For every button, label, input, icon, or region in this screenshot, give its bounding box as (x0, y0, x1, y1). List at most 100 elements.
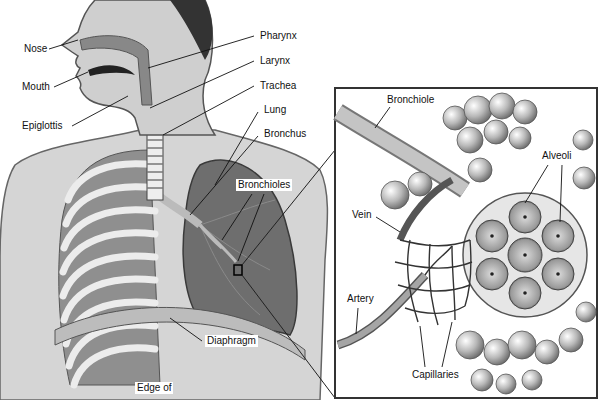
rib (74, 348, 155, 385)
leader-line (163, 86, 254, 135)
ring (147, 171, 163, 173)
part-label: Diaphragm (205, 335, 258, 347)
head (62, 0, 215, 135)
alveoli-sections (476, 201, 574, 309)
rib (63, 233, 155, 272)
capillary (452, 246, 455, 320)
alveolus (468, 158, 492, 182)
alveolus (576, 302, 596, 322)
leader-line (238, 194, 264, 261)
leader-line (49, 40, 78, 49)
leader-line (376, 217, 400, 232)
alveolus (456, 331, 484, 359)
leader-line (215, 112, 258, 185)
leader-line (170, 318, 202, 341)
capillary-network (395, 240, 472, 325)
ring (147, 179, 163, 181)
alveolus-section (476, 220, 508, 252)
leader-line (72, 96, 128, 126)
torso (0, 130, 327, 400)
part-label: Capillaries (410, 369, 461, 381)
nasal-cavity (80, 36, 152, 105)
part-label: Trachea (258, 80, 298, 92)
dot (523, 215, 527, 219)
alveolus (559, 328, 583, 352)
alveolus (489, 93, 515, 119)
alveolus (457, 127, 483, 153)
alveolus-section (542, 258, 574, 290)
alveolus (509, 127, 531, 149)
alveoli-cluster (381, 93, 596, 394)
ring (147, 187, 163, 189)
leader-line (375, 107, 390, 128)
part-label: Epiglottis (20, 120, 65, 132)
rib (68, 164, 155, 200)
part-label: Mouth (20, 81, 52, 93)
leader-line (54, 72, 88, 87)
tongue (88, 65, 135, 76)
ring (147, 163, 163, 165)
capillary (408, 240, 418, 322)
part-label: Alveoli (540, 150, 573, 162)
leader-line (150, 61, 254, 108)
dot (490, 234, 494, 238)
leader-line (222, 194, 252, 240)
alveolus-section (476, 258, 508, 290)
part-label: Larynx (258, 55, 292, 67)
alveolus (471, 369, 493, 391)
part-label: Bronchioles (236, 179, 292, 191)
rib (66, 187, 155, 224)
lung (183, 160, 297, 335)
alveolus (573, 130, 593, 150)
ribs (63, 164, 155, 385)
dot (556, 234, 560, 238)
dot (523, 253, 527, 257)
alveolus (496, 374, 516, 394)
ring (147, 155, 163, 157)
alveolus-dots (490, 215, 560, 295)
alveolus (484, 120, 508, 144)
dot (556, 272, 560, 276)
vein-vessel (400, 180, 452, 240)
leader-line (560, 165, 562, 222)
zoom-marker (234, 265, 242, 275)
dot (490, 272, 494, 276)
capillary (425, 246, 452, 275)
alveolus (464, 96, 492, 124)
lung-vessel (200, 225, 260, 315)
alveolus (484, 339, 510, 365)
leader-line (442, 322, 452, 367)
rib-cage (59, 150, 160, 385)
part-label: Edge of (135, 382, 173, 394)
part-label: Bronchus (262, 128, 308, 140)
lung-vessel (200, 200, 275, 225)
part-label: Pharynx (258, 30, 299, 42)
leader-line (190, 136, 258, 215)
ring (147, 147, 163, 149)
alveolus-section (509, 201, 541, 233)
leader-lines (49, 36, 562, 367)
ring (147, 139, 163, 141)
alveolus (522, 370, 542, 390)
dot (523, 291, 527, 295)
lung-texture (200, 200, 275, 315)
alveolus (573, 167, 595, 189)
part-label: Nose (22, 43, 49, 55)
capillary (429, 244, 438, 325)
part-label: Vein (350, 209, 373, 221)
alveolar-sac-section (463, 193, 587, 317)
inset-panel (335, 88, 597, 398)
part-label: Bronchiole (385, 94, 436, 106)
part-label: Lung (262, 104, 288, 116)
alveolus-section (508, 238, 542, 272)
alveolus (443, 106, 467, 130)
leader-line (148, 36, 254, 68)
alveolus (535, 340, 559, 364)
alveolus (508, 331, 536, 359)
leader-line (525, 165, 548, 203)
capillary (465, 240, 471, 306)
bronchus (158, 195, 200, 225)
zoom-line (242, 150, 335, 265)
rib (64, 210, 155, 248)
